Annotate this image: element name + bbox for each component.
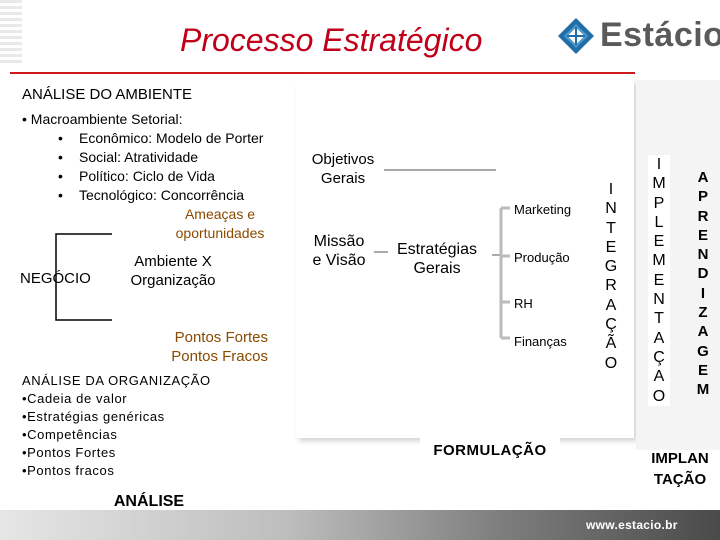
letter: M	[652, 175, 666, 193]
letter: D	[697, 265, 709, 283]
letter: E	[697, 361, 708, 379]
list-item: •Cadeia de valor	[22, 391, 128, 406]
implementation-vertical-word: I M P L E M E N T A Ç A O	[648, 155, 670, 406]
letter: G	[604, 258, 618, 276]
list-item: •Pontos Fortes	[22, 445, 116, 460]
formulation-stage-label: FORMULAÇÃO	[420, 438, 560, 464]
estacio-logo-icon	[558, 18, 594, 54]
list-item: •Pontos fracos	[22, 463, 115, 478]
learning-vertical-word: A P R E N D I Z A G E M	[690, 168, 716, 400]
list-item: Político: Ciclo de Vida	[22, 167, 263, 186]
letter: E	[697, 226, 708, 244]
environment-x-organization-label: Ambiente X Organização	[130, 253, 216, 289]
letter: P	[653, 194, 665, 212]
list-item: •Estratégias genéricas	[22, 409, 165, 424]
letter: E	[605, 238, 617, 256]
letter: O	[604, 354, 618, 372]
letter: M	[696, 381, 710, 399]
letter: T	[654, 310, 664, 328]
letter: E	[653, 233, 665, 251]
formulation-connectors	[374, 169, 510, 340]
mission-vision-label: Missão e Visão	[312, 233, 366, 269]
letter: Ã	[605, 335, 617, 353]
function-production: Produção	[514, 250, 570, 265]
function-finance: Finanças	[514, 334, 567, 349]
general-strategies-label: Estratégias Gerais	[396, 241, 478, 277]
letter: E	[653, 271, 665, 289]
threats-opportunities-label: Ameaças e oportunidades	[175, 206, 265, 241]
letter: A	[697, 323, 709, 341]
footer-url: www.estacio.br	[586, 518, 678, 532]
letter: Ç	[653, 348, 665, 366]
letter: I	[608, 181, 614, 198]
letter: A	[653, 329, 665, 347]
letter: I	[656, 156, 662, 173]
environment-analysis-title: ANÁLISE DO AMBIENTE	[22, 86, 193, 103]
letter: R	[605, 277, 617, 295]
header-stripes	[0, 0, 22, 66]
function-hr: RH	[514, 296, 533, 311]
list-item: •Competências	[22, 427, 118, 442]
list-item: Tecnológico: Concorrência	[22, 186, 263, 205]
macroenvironment-list: • Macroambiente Setorial: Econômico: Mod…	[22, 110, 263, 205]
letter: A	[605, 296, 617, 314]
list-item: Social: Atratividade	[22, 148, 263, 167]
letter: O	[652, 387, 666, 405]
formulation-panel	[296, 80, 634, 438]
function-marketing: Marketing	[514, 202, 572, 217]
letter: Ç	[605, 316, 617, 334]
integration-vertical-word: I N T E G R A Ç Ã O	[600, 180, 622, 373]
letter: P	[697, 188, 708, 206]
letter: M	[652, 252, 666, 270]
logo-text: Estácio	[600, 16, 720, 54]
list-item: Econômico: Modelo de Porter	[22, 129, 263, 148]
page-title: Processo Estratégico	[180, 22, 483, 58]
setorial-heading: • Macroambiente Setorial:	[22, 111, 183, 127]
strengths-weaknesses-label: Pontos Fortes Pontos Fracos	[171, 329, 268, 365]
letter: A	[697, 169, 709, 186]
title-divider	[10, 72, 635, 74]
letter: L	[654, 213, 664, 231]
letter: N	[697, 246, 709, 264]
organization-analysis-title: ANÁLISE DA ORGANIZAÇÃO	[22, 373, 211, 388]
letter: R	[697, 207, 709, 225]
letter: T	[606, 219, 616, 237]
footer-bar	[0, 510, 720, 540]
letter: G	[697, 342, 709, 360]
letter: N	[605, 200, 617, 218]
general-objectives-label: Objetivos Gerais	[311, 151, 375, 187]
organization-analysis: ANÁLISE DA ORGANIZAÇÃO •Cadeia de valor …	[22, 372, 211, 480]
business-label: NEGÓCIO	[20, 270, 91, 287]
letter: I	[700, 284, 706, 302]
business-bracket	[55, 233, 112, 321]
letter: Z	[698, 304, 708, 322]
implementation-stage-label: IMPLAN TAÇÃO	[651, 450, 709, 488]
letter: A	[653, 368, 665, 386]
letter: N	[653, 291, 665, 309]
